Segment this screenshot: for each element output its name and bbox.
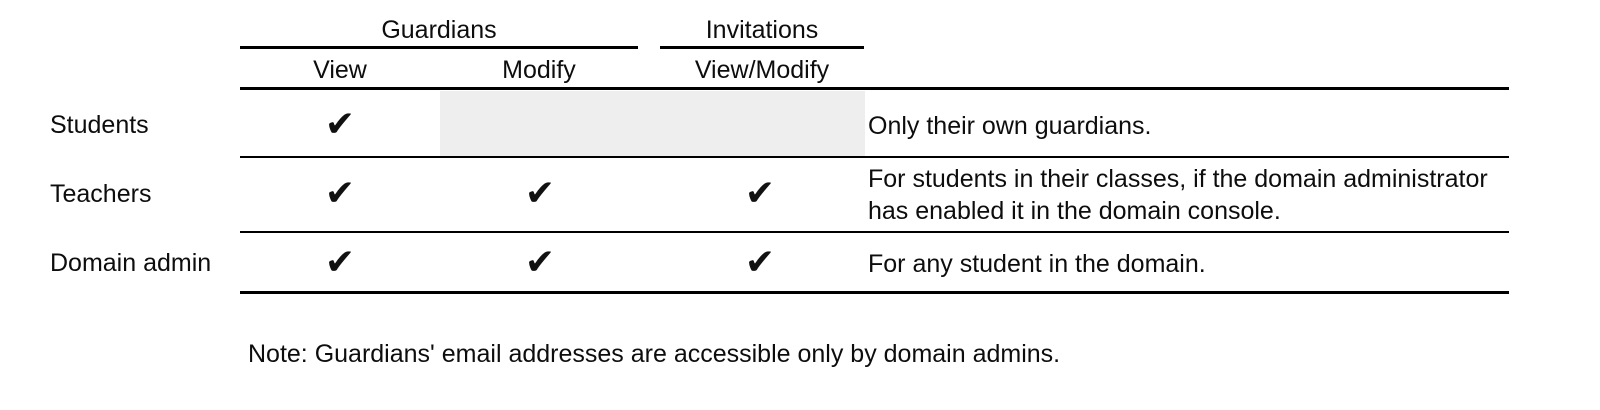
checkmark-icon-teachers-view-modify: ✔ — [744, 173, 776, 214]
table-bottom-rule — [240, 291, 1509, 294]
note-teachers: For students in their classes, if the do… — [868, 165, 1488, 225]
row-label-students: Students — [50, 111, 149, 139]
row-rule-after-students — [240, 156, 1509, 158]
header-bottom-rule — [240, 87, 1509, 90]
footnote-text: Note: Guardians' email addresses are acc… — [248, 340, 1061, 368]
checkmark-icon-domain-admin-view-modify: ✔ — [744, 242, 776, 283]
group-rule-invitations — [660, 46, 864, 49]
row-label-teachers: Teachers — [50, 180, 152, 208]
group-header-guardians: Guardians — [381, 16, 497, 44]
column-header-view: View — [313, 56, 367, 84]
checkmark-icon-students-view: ✔ — [324, 104, 356, 145]
note-domain-admin: For any student in the domain. — [868, 250, 1206, 278]
note-students: Only their own guardians. — [868, 112, 1152, 140]
group-header-invitations: Invitations — [705, 16, 819, 44]
row-label-domain-admin: Domain admin — [50, 249, 212, 277]
column-header-view-modify: View/Modify — [694, 56, 830, 84]
checkmark-icon-domain-admin-view: ✔ — [324, 242, 356, 283]
column-header-modify: Modify — [502, 56, 576, 84]
checkmark-icon-teachers-modify: ✔ — [524, 173, 556, 214]
disabled-cell-students-modify-invitations — [440, 91, 865, 156]
checkmark-icon-teachers-view: ✔ — [324, 173, 356, 214]
checkmark-icon-domain-admin-modify: ✔ — [524, 242, 556, 283]
row-rule-after-teachers — [240, 231, 1509, 233]
group-rule-guardians — [240, 46, 638, 49]
